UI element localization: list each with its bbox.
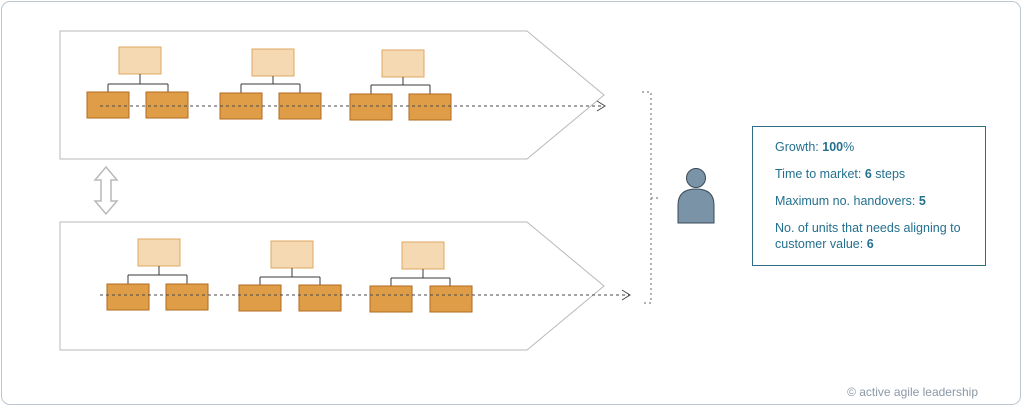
bracket [642, 91, 660, 304]
double-arrow-icon [93, 165, 119, 216]
upper-org-team-3 [349, 49, 452, 121]
metric-label: No. of units that needs aligning to cust… [775, 221, 961, 251]
manager-box [381, 49, 425, 78]
metric-value: 6 [864, 167, 872, 181]
manager-box [118, 46, 162, 75]
unit-box [408, 93, 452, 121]
unit-box [145, 91, 189, 119]
unit-box [369, 285, 413, 313]
metric-value: 5 [918, 194, 926, 208]
manager-box [137, 238, 181, 267]
manager-box [270, 240, 314, 269]
manager-box [251, 48, 295, 77]
unit-box [298, 284, 342, 312]
metric-label: Time to market: [775, 167, 865, 181]
metric-suffix: steps [871, 167, 906, 181]
upper-org-team-1 [86, 46, 189, 119]
person-icon [677, 168, 715, 224]
unit-box [86, 91, 130, 119]
unit-box [106, 283, 150, 311]
unit-box [349, 93, 393, 121]
unit-box [165, 283, 209, 311]
metric-growth: Growth: 100% [775, 139, 973, 155]
lower-org-team-3 [369, 241, 473, 313]
metric-label: Growth: [775, 140, 823, 154]
unit-box [238, 284, 282, 312]
metric-label: Maximum no. handovers: [775, 194, 919, 208]
copyright-text: © active agile leadership [847, 385, 978, 399]
metric-value: 100 [822, 140, 844, 154]
metric-handovers: Maximum no. handovers: 5 [775, 193, 973, 209]
metric-units-aligning: No. of units that needs aligning to cust… [775, 220, 973, 252]
lower-org-team-1 [106, 238, 209, 311]
metric-suffix: % [843, 140, 855, 154]
unit-box [429, 285, 473, 313]
manager-box [401, 241, 445, 270]
metric-value: 6 [866, 237, 874, 251]
lower-org-team-2 [238, 240, 342, 312]
upper-chevron [59, 30, 605, 160]
metric-time-to-market: Time to market: 6 steps [775, 166, 973, 182]
metrics-panel: Growth: 100% Time to market: 6 steps Max… [752, 126, 986, 266]
